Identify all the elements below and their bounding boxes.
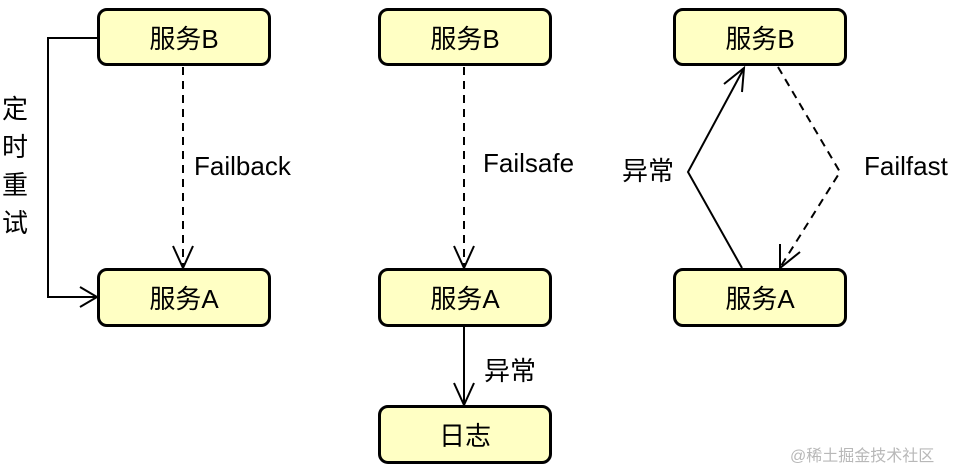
right-exception-path [686, 69, 744, 269]
left-retry-char-4: 试 [1, 208, 28, 238]
middle-failsafe-label: Failsafe [483, 148, 575, 178]
middle-service-b-label: 服务B [430, 23, 500, 54]
right-service-b-node: 服务B [673, 8, 847, 66]
left-retry-char-1: 定 [1, 94, 28, 124]
middle-service-b-node: 服务B [378, 8, 552, 66]
left-retry-char-3: 重 [1, 170, 28, 200]
middle-service-a-node: 服务A [378, 268, 552, 327]
middle-log-node: 日志 [378, 405, 552, 464]
right-failfast-label: Failfast [864, 151, 948, 181]
right-service-b-label: 服务B [725, 23, 795, 54]
left-service-b-label: 服务B [149, 23, 219, 54]
middle-exception-label: 异常 [484, 356, 537, 386]
left-retry-char-2: 时 [1, 132, 28, 162]
middle-service-a-label: 服务A [430, 284, 500, 314]
right-service-a-label: 服务A [725, 284, 795, 314]
left-failback-label: Failback [194, 151, 291, 181]
watermark-text: @稀土掘金技术社区 [790, 448, 935, 465]
right-service-a-node: 服务A [673, 268, 847, 327]
left-retry-side-label: 定 时 重 试 [0, 90, 30, 242]
right-exception-label: 异常 [622, 156, 675, 186]
middle-log-label: 日志 [438, 421, 491, 451]
right-failfast-arrowhead [779, 244, 801, 271]
left-service-a-label: 服务A [149, 284, 219, 314]
left-service-a-node: 服务A [97, 268, 271, 327]
right-exception-arrowhead [723, 65, 746, 93]
right-failfast-path [777, 66, 842, 267]
left-retry-loop-line [47, 37, 98, 298]
left-service-b-node: 服务B [97, 8, 271, 66]
